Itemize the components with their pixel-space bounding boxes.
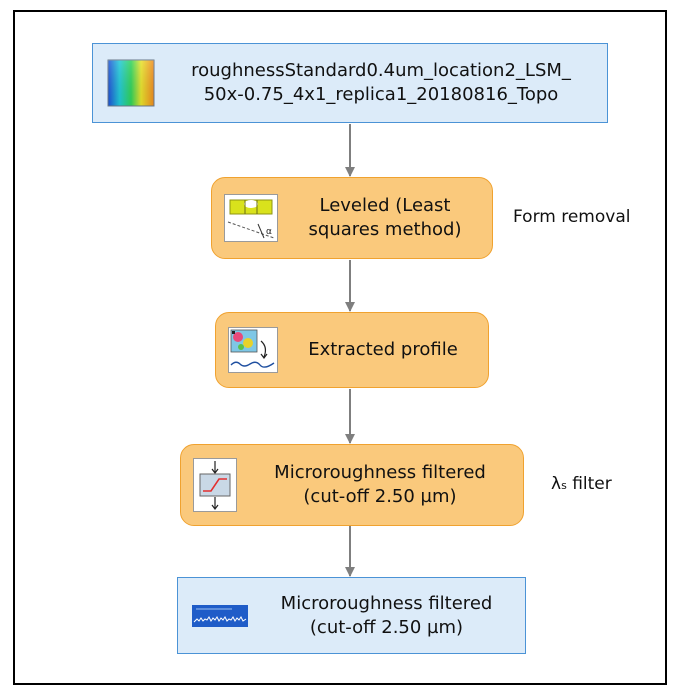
svg-text:α: α — [266, 227, 272, 237]
result-profile-node[interactable]: Microroughness filtered (cut-off 2.50 µm… — [177, 577, 526, 654]
result-node-label: Microroughness filtered (cut-off 2.50 µm… — [248, 592, 525, 640]
source-node-label: roughnessStandard0.4um_location2_LSM_ 50… — [155, 59, 607, 107]
lambda-s-filter-annotation: λs filter — [551, 474, 612, 494]
leveled-label-line2: squares method) — [308, 219, 462, 240]
topography-heatmap-icon — [107, 59, 155, 107]
leveling-icon: α — [224, 194, 278, 242]
extracted-profile-node[interactable]: Extracted profile — [215, 312, 489, 388]
result-label-line2: (cut-off 2.50 µm) — [309, 616, 464, 638]
source-label-line2: 50x-0.75_4x1_replica1_20180816_Topo — [203, 84, 559, 105]
filter-step-node-label: Microroughness filtered (cut-off 2.50 µm… — [237, 461, 523, 509]
filter-step-label-line2: (cut-off 2.50 µm) — [303, 486, 457, 507]
source-dataset-node[interactable]: roughnessStandard0.4um_location2_LSM_ 50… — [92, 43, 608, 123]
lambda-symbol: λ — [551, 474, 562, 494]
lambda-filter-word: filter — [566, 474, 612, 494]
profile-thumbnail-icon — [192, 604, 248, 627]
leveled-label-line1: Leveled (Least — [319, 195, 451, 216]
lambda-subscript: s — [561, 479, 567, 492]
extracted-node-label: Extracted profile — [308, 339, 458, 360]
result-label-line1: Microroughness filtered — [280, 592, 493, 614]
form-removal-annotation: Form removal — [513, 207, 631, 227]
microroughness-filter-step-node[interactable]: Microroughness filtered (cut-off 2.50 µm… — [180, 444, 524, 526]
lambda-s-filter-icon — [193, 458, 237, 512]
profile-extraction-icon — [228, 327, 278, 373]
filter-step-label-line1: Microroughness filtered — [274, 462, 486, 483]
leveled-node-label: Leveled (Least squares method) — [278, 194, 492, 242]
source-label-line1: roughnessStandard0.4um_location2_LSM_ — [191, 60, 571, 81]
leveled-step-node[interactable]: α Leveled (Least squares method) — [211, 177, 493, 259]
